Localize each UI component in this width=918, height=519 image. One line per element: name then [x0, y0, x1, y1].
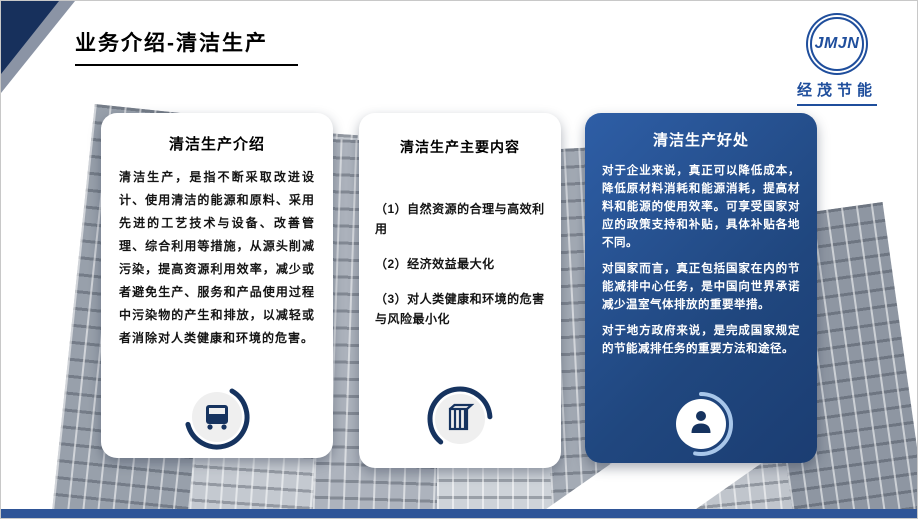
- logo-circle-icon: JMJN: [810, 17, 864, 71]
- card-title: 清洁生产主要内容: [400, 139, 520, 155]
- bus-icon: [182, 382, 252, 452]
- logo-monogram: JMJN: [814, 35, 860, 52]
- card-clean-production-contents: 清洁生产主要内容 （1）自然资源的合理与高效利用 （2）经济效益最大化 （3）对…: [359, 113, 561, 468]
- card-body-text: 清洁生产，是指不断采取改进设计、使用清洁的能源和原料、采用先进的工艺技术与设备、…: [119, 170, 315, 345]
- person-icon: [666, 389, 736, 459]
- corner-navy-triangle: [1, 1, 59, 74]
- company-logo: JMJN 经茂节能: [783, 17, 891, 106]
- card-title: 清洁生产介绍: [168, 136, 265, 153]
- list-item: （1）自然资源的合理与高效利用: [375, 202, 545, 236]
- list-item: （3）对人类健康和环境的危害与风险最小化: [375, 292, 545, 326]
- building-icon: [425, 384, 495, 454]
- logo-company-name: 经茂节能: [796, 79, 877, 106]
- bottom-accent-bar: [1, 509, 917, 518]
- page-title: 业务介绍-清洁生产: [75, 27, 298, 66]
- card-clean-production-intro: 清洁生产介绍 清洁生产，是指不断采取改进设计、使用清洁的能源和原料、采用先进的工…: [101, 113, 333, 458]
- benefit-paragraph: 对于企业来说，真正可以降低成本，降低原材料消耗和能源消耗，提高材料和能源的使用效…: [602, 165, 800, 249]
- card-title: 清洁生产好处: [652, 132, 749, 149]
- benefit-paragraph: 对于地方政府来说，是完成国家规定的节能减排任务的重要方法和途径。: [602, 325, 800, 355]
- card-clean-production-benefits: 清洁生产好处 对于企业来说，真正可以降低成本，降低原材料消耗和能源消耗，提高材料…: [585, 113, 817, 463]
- list-item: （2）经济效益最大化: [375, 257, 495, 271]
- content-list: （1）自然资源的合理与高效利用 （2）经济效益最大化 （3）对人类健康和环境的危…: [375, 199, 545, 329]
- benefit-paragraph: 对国家而言，真正包括国家在内的节能减排中心任务，是中国向世界承诺减少温室气体排放…: [602, 263, 800, 311]
